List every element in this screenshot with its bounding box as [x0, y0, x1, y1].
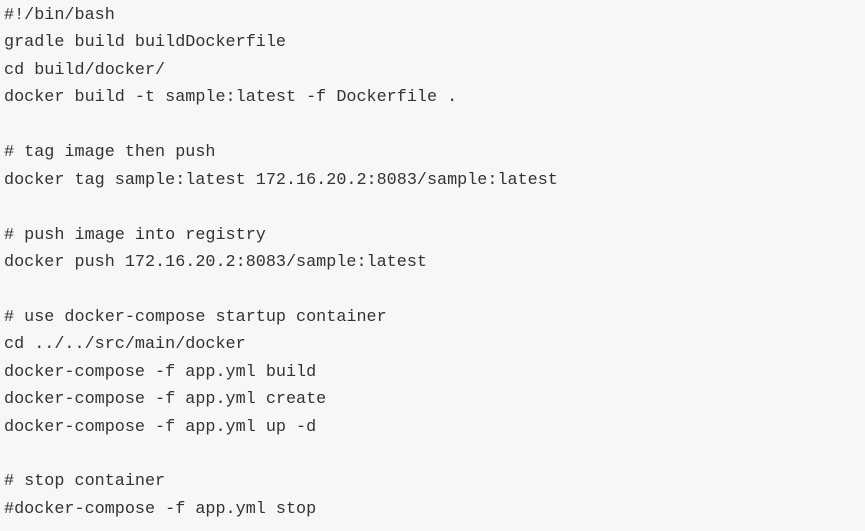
code-line: cd build/docker/: [4, 60, 166, 80]
code-comment-line: # tag image then push: [4, 143, 216, 163]
code-comment-line: # stop container: [4, 472, 166, 492]
code-comment-line: #docker-compose -f app.yml stop: [4, 499, 317, 519]
code-line: docker-compose -f app.yml up -d: [4, 417, 317, 437]
code-comment-line: # push image into registry: [4, 225, 266, 245]
code-line: docker-compose -f app.yml create: [4, 390, 327, 410]
code-comment-line: #!/bin/bash: [4, 6, 115, 25]
code-line: [4, 194, 558, 221]
code-line: docker push 172.16.20.2:8083/sample:late…: [4, 252, 427, 272]
code-line: docker tag sample:latest 172.16.20.2:808…: [4, 170, 558, 190]
code-line: gradle build buildDockerfile: [4, 33, 286, 53]
code-line: [4, 441, 558, 468]
code-line: [4, 112, 558, 139]
code-block: #!/bin/bash gradle build buildDockerfile c…: [4, 2, 558, 523]
code-line: docker build -t sample:latest -f Dockerf…: [4, 88, 458, 108]
code-line: docker-compose -f app.yml build: [4, 362, 317, 382]
code-line: [4, 276, 558, 303]
code-line: cd ../../src/main/docker: [4, 335, 246, 355]
code-comment-line: # use docker-compose startup container: [4, 307, 387, 327]
